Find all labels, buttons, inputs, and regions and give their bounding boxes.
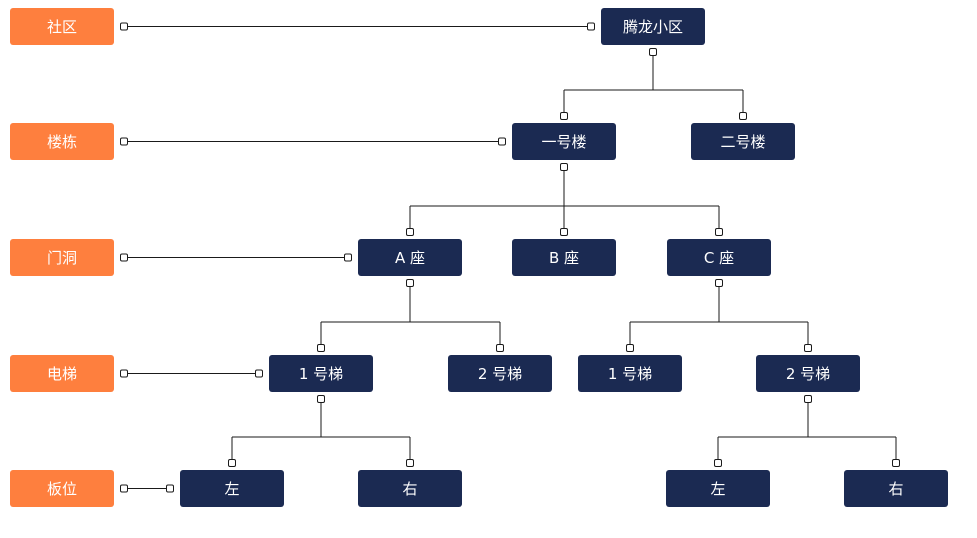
port-entrance-c-in[interactable] [715, 228, 723, 236]
port-position-a1-left-level-in[interactable] [166, 484, 174, 493]
port-position-c2-right-in[interactable] [892, 459, 900, 467]
port-elevator-a1-out[interactable] [317, 395, 325, 403]
port-position-a1-left-in[interactable] [228, 459, 236, 467]
port-entrance-b-in[interactable] [560, 228, 568, 236]
node-position-c2-right[interactable]: 右 [844, 470, 948, 507]
node-elevator-c2[interactable]: 2 号梯 [756, 355, 860, 392]
node-elevator-a1[interactable]: 1 号梯 [269, 355, 373, 392]
node-elevator-a2[interactable]: 2 号梯 [448, 355, 552, 392]
port-building-1-level-in[interactable] [498, 137, 506, 146]
port-elevator-a2-in[interactable] [496, 344, 504, 352]
level-building-label[interactable]: 楼栋 [10, 123, 114, 160]
port-building-1-in[interactable] [560, 112, 568, 120]
node-position-c2-left[interactable]: 左 [666, 470, 770, 507]
port-elevator-c1-in[interactable] [626, 344, 634, 352]
port-community-out[interactable] [649, 48, 657, 56]
node-entrance-a[interactable]: A 座 [358, 239, 462, 276]
port-level-1-out[interactable] [120, 137, 128, 146]
port-building-2-in[interactable] [739, 112, 747, 120]
node-position-a1-left[interactable]: 左 [180, 470, 284, 507]
port-building-1-out[interactable] [560, 163, 568, 171]
port-entrance-c-out[interactable] [715, 279, 723, 287]
port-level-0-out[interactable] [120, 22, 128, 31]
port-level-2-out[interactable] [120, 253, 128, 262]
port-elevator-c2-in[interactable] [804, 344, 812, 352]
level-elevator-label[interactable]: 电梯 [10, 355, 114, 392]
node-elevator-c1[interactable]: 1 号梯 [578, 355, 682, 392]
port-position-c2-left-in[interactable] [714, 459, 722, 467]
port-position-a1-right-in[interactable] [406, 459, 414, 467]
port-level-4-out[interactable] [120, 484, 128, 493]
node-entrance-c[interactable]: C 座 [667, 239, 771, 276]
port-level-3-out[interactable] [120, 369, 128, 378]
port-elevator-a1-level-in[interactable] [255, 369, 263, 378]
port-entrance-a-in[interactable] [406, 228, 414, 236]
port-elevator-c2-out[interactable] [804, 395, 812, 403]
node-community[interactable]: 腾龙小区 [601, 8, 705, 45]
node-position-a1-right[interactable]: 右 [358, 470, 462, 507]
port-entrance-a-out[interactable] [406, 279, 414, 287]
node-building-2[interactable]: 二号楼 [691, 123, 795, 160]
port-entrance-a-level-in[interactable] [344, 253, 352, 262]
level-entrance-label[interactable]: 门洞 [10, 239, 114, 276]
port-elevator-a1-in[interactable] [317, 344, 325, 352]
node-entrance-b[interactable]: B 座 [512, 239, 616, 276]
level-community-label[interactable]: 社区 [10, 8, 114, 45]
node-building-1[interactable]: 一号楼 [512, 123, 616, 160]
port-community-level-in[interactable] [587, 22, 595, 31]
level-position-label[interactable]: 板位 [10, 470, 114, 507]
